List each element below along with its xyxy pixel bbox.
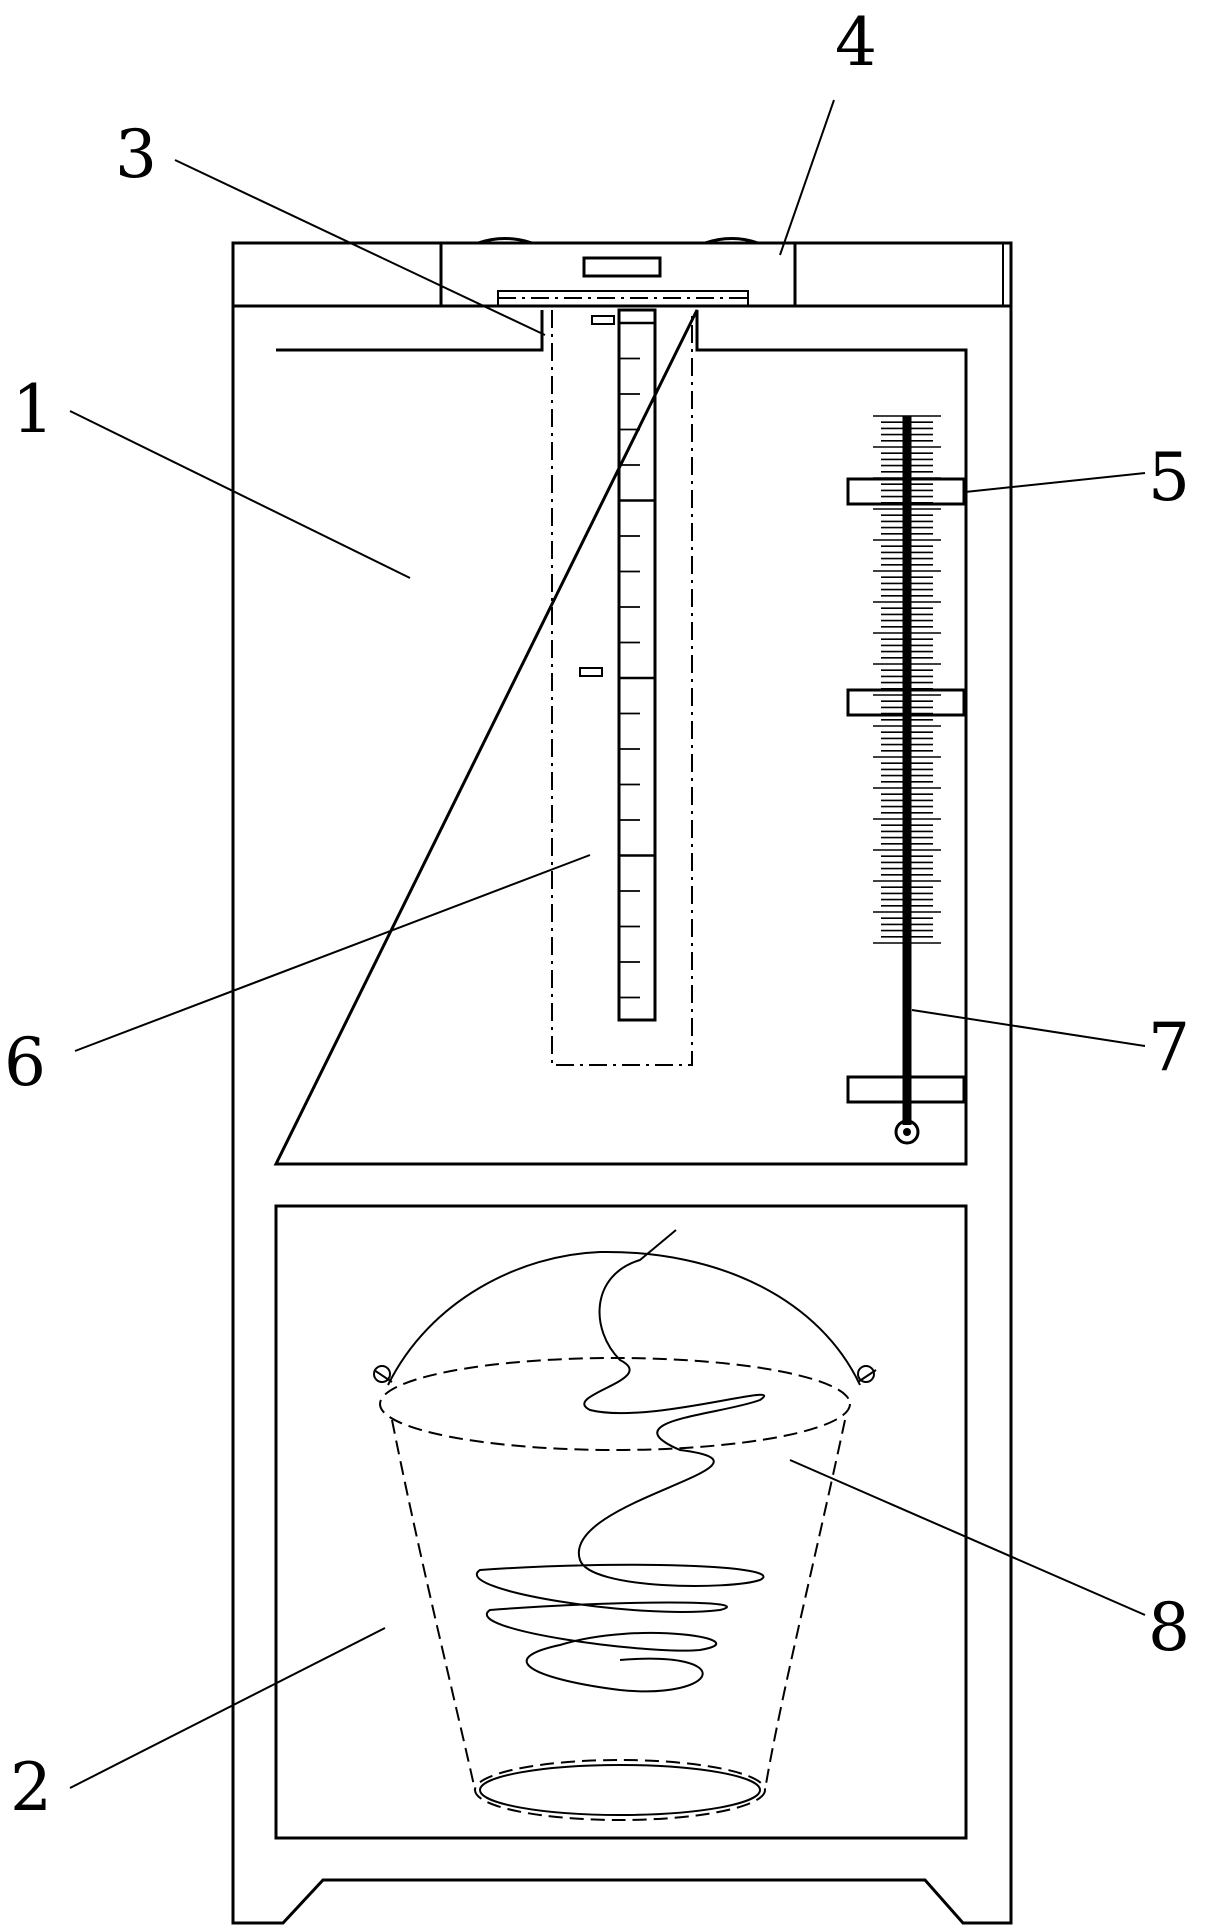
bucket	[373, 1229, 877, 1821]
callout-5: 5	[1148, 439, 1190, 516]
callout-6: 6	[4, 1024, 46, 1101]
callout-labels: 1 2 3 4 5 6 7 8	[4, 4, 1190, 1826]
callout-2: 2	[10, 1749, 52, 1826]
side-gauge	[846, 415, 966, 1145]
leader-lines	[69, 99, 1146, 1789]
callout-7: 7	[1148, 1009, 1190, 1086]
graduated-tube	[551, 308, 693, 1066]
callout-3: 3	[115, 116, 157, 193]
callout-8: 8	[1148, 1589, 1190, 1666]
lower-compartment	[274, 1204, 968, 1840]
upper-compartment	[273, 309, 968, 1208]
callout-4: 4	[835, 4, 877, 81]
callout-1: 1	[12, 371, 54, 448]
control-panel	[497, 256, 749, 307]
tube-scale	[619, 321, 655, 999]
